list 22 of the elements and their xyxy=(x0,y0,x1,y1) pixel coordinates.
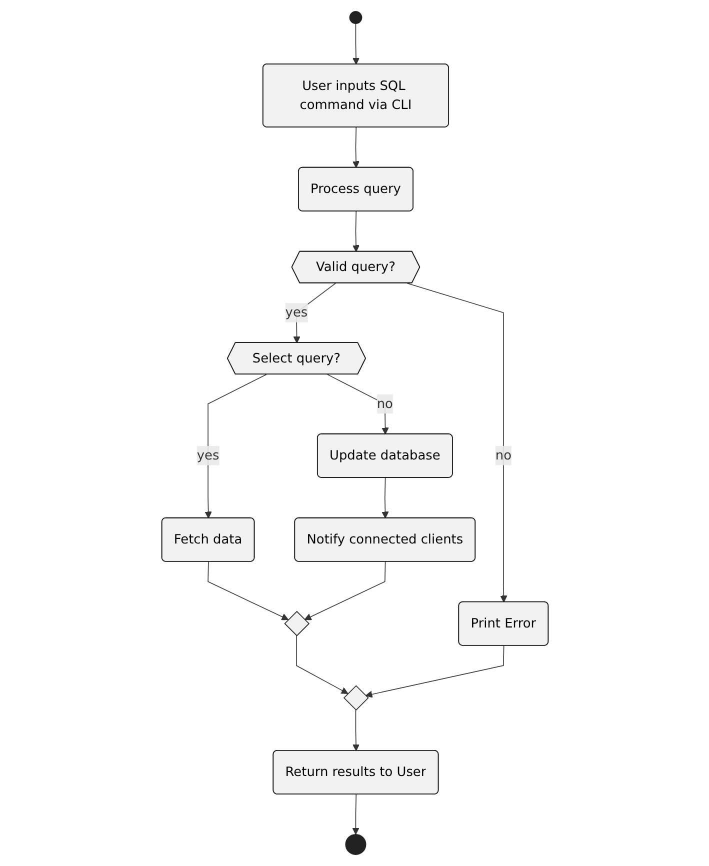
arrow xyxy=(304,561,386,620)
edge-label: no xyxy=(494,448,511,463)
arrow xyxy=(381,477,388,519)
arrow xyxy=(326,374,388,435)
arrow xyxy=(352,126,360,168)
arrow xyxy=(352,710,360,752)
arrow xyxy=(364,645,504,698)
arrow xyxy=(406,282,507,602)
arrow xyxy=(352,794,359,835)
arrow xyxy=(207,561,288,620)
arrow xyxy=(292,282,336,344)
node-diamond xyxy=(342,685,368,711)
arrow xyxy=(352,23,360,65)
edge-label: no xyxy=(376,396,392,412)
edge-label: yes xyxy=(196,448,219,463)
edge-label: yes xyxy=(284,304,308,320)
node-diamond xyxy=(284,610,310,636)
node-circle xyxy=(344,834,366,855)
arrow xyxy=(296,635,348,694)
arrow xyxy=(204,374,266,519)
node-circle xyxy=(348,11,362,24)
arrow xyxy=(352,210,360,252)
